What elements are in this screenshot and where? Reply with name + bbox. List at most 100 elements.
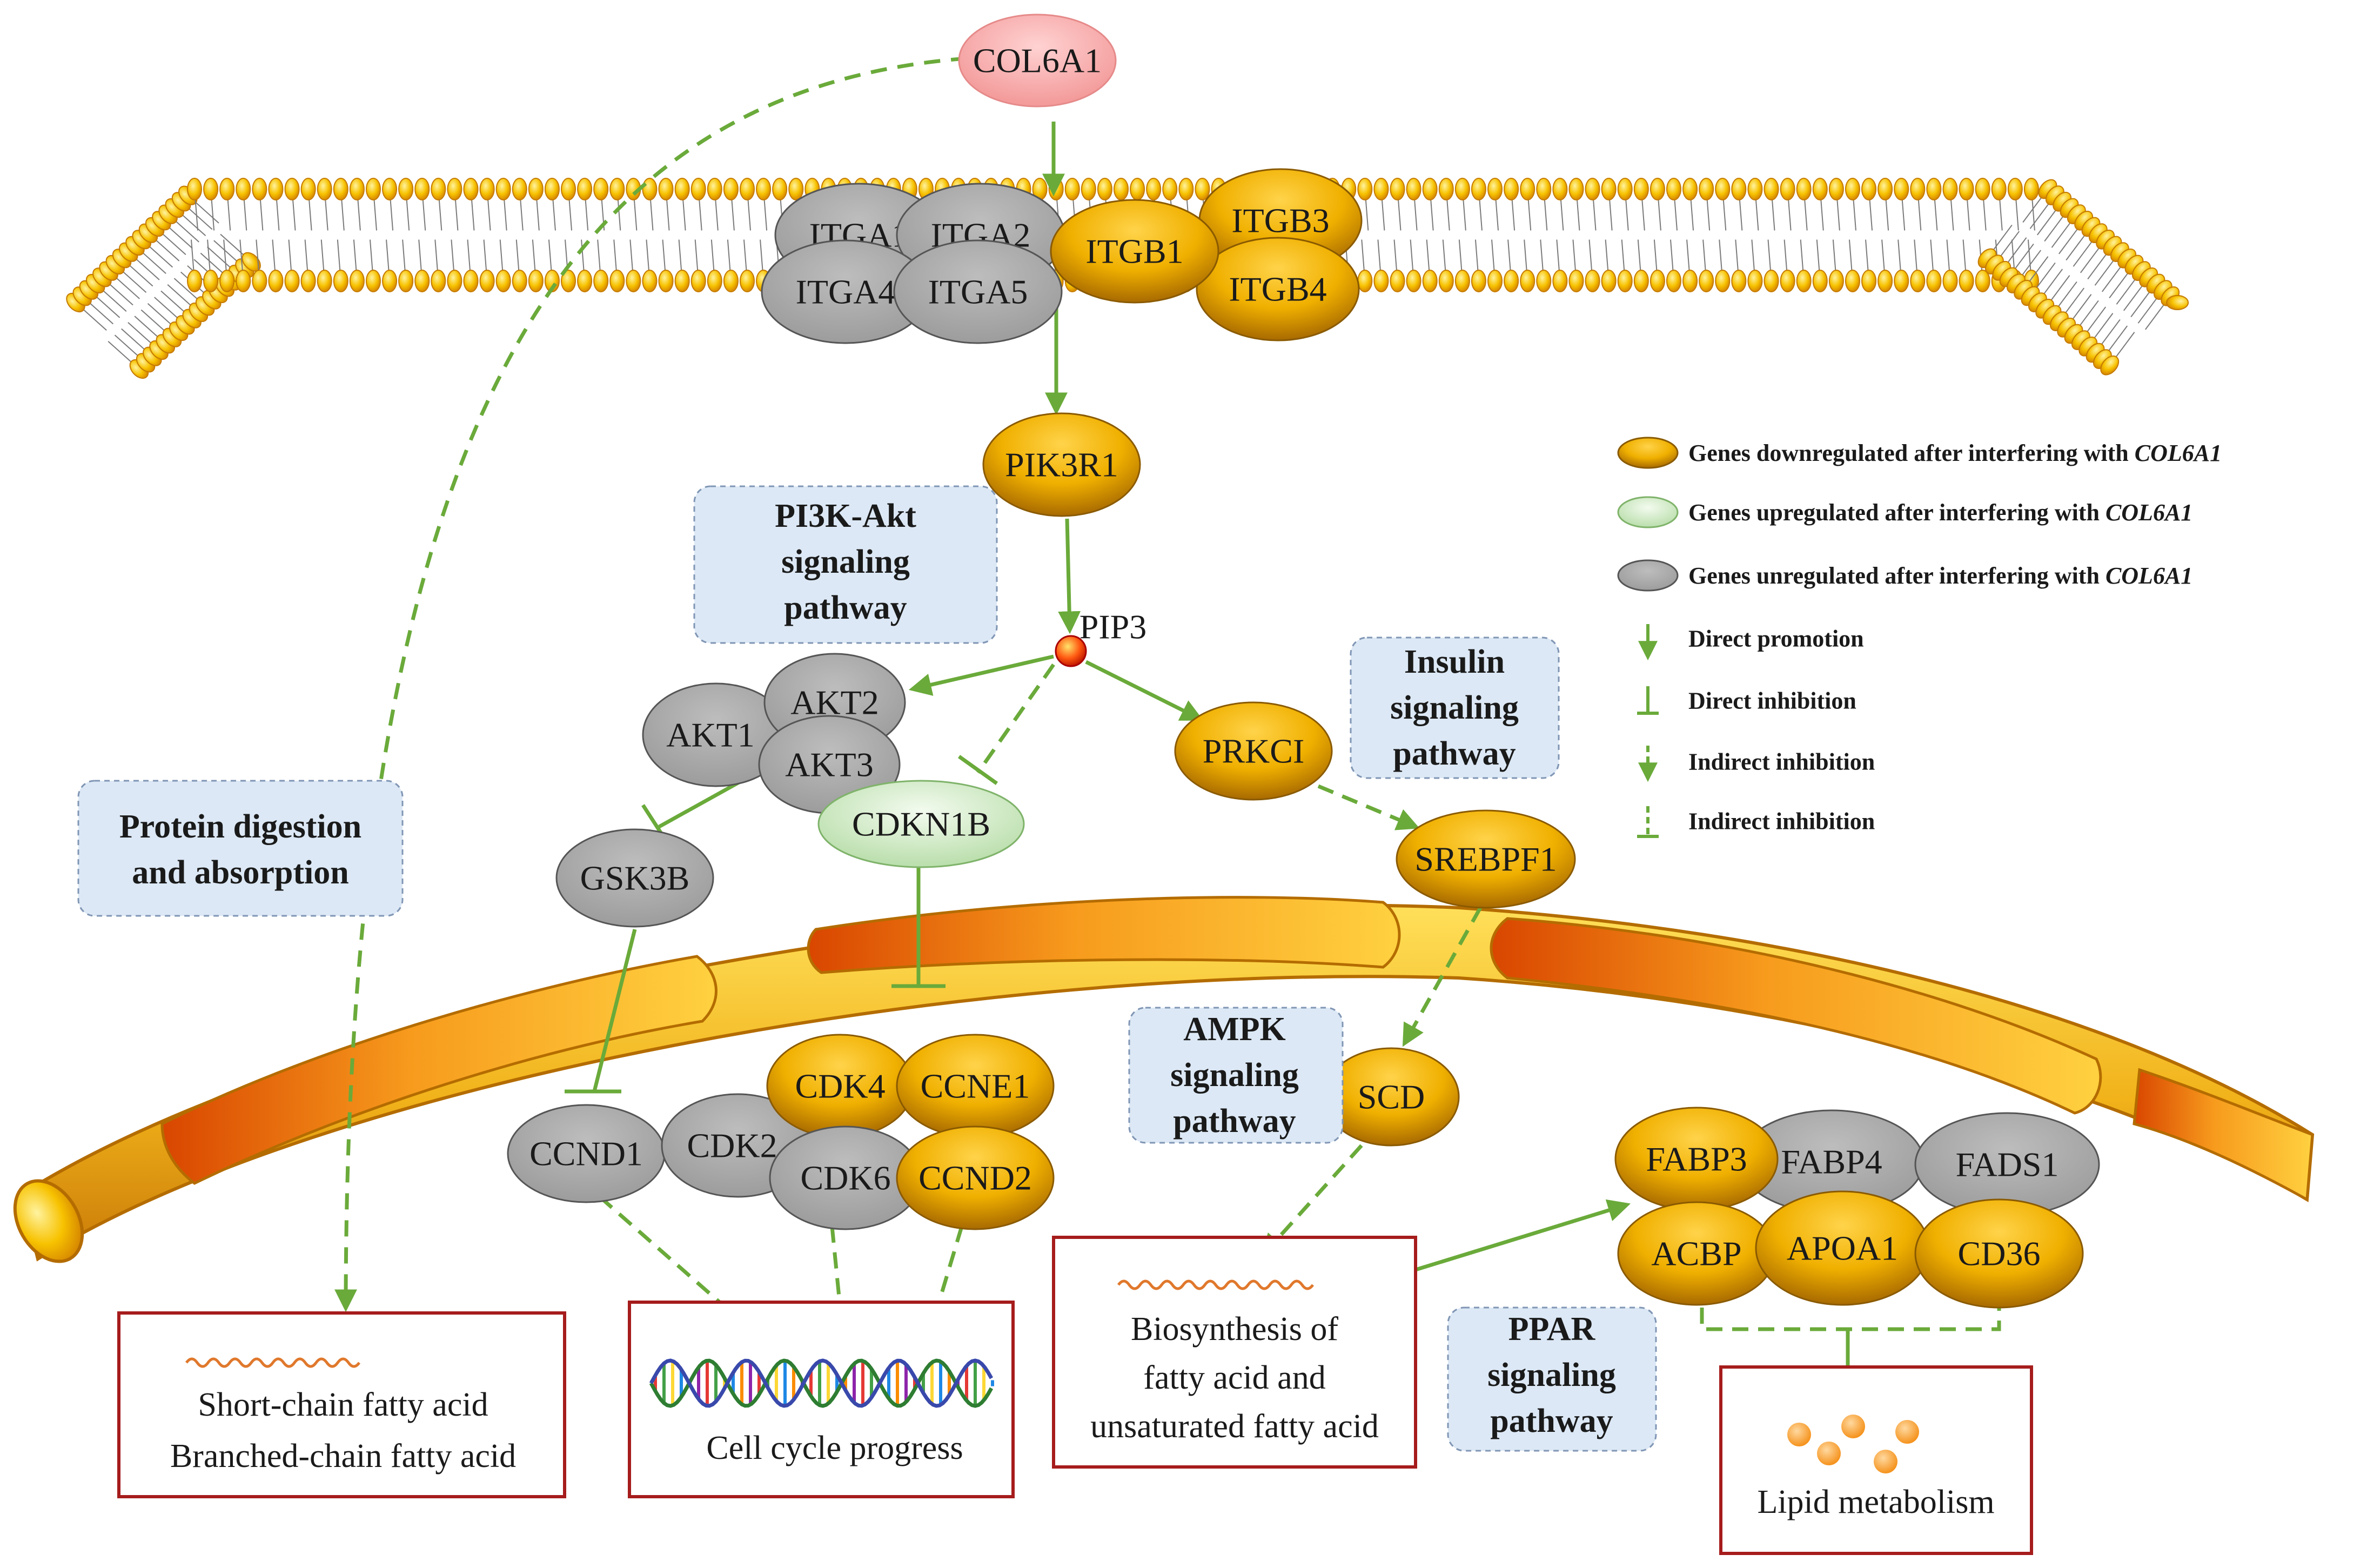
node-fads1-label: FADS1 xyxy=(1956,1145,2059,1184)
node-scd[interactable]: SCD xyxy=(1323,1047,1460,1147)
node-akt3-label: AKT3 xyxy=(785,746,874,784)
pathway-ampk-line2: signaling xyxy=(1170,1057,1299,1094)
node-itgb1-label: ITGB1 xyxy=(1085,232,1183,271)
node-ccnd1-label: CCND1 xyxy=(529,1135,643,1173)
outcome-lipid[interactable]: Lipid metabolism xyxy=(1719,1365,2033,1555)
node-ccnd2[interactable]: CCND2 xyxy=(896,1125,1055,1230)
node-col6a1[interactable]: COL6A1 xyxy=(958,14,1117,108)
legend-orange-ellipse-icon xyxy=(1617,437,1679,469)
node-ccne1[interactable]: CCNE1 xyxy=(896,1034,1055,1138)
outcome-cell-cycle-label: Cell cycle progress xyxy=(706,1430,963,1466)
pathway-protein-digestion-line2: and absorption xyxy=(132,854,348,891)
node-scd-label: SCD xyxy=(1358,1078,1425,1116)
outcome-fatty-acids[interactable]: Short-chain fatty acid Branched-chain fa… xyxy=(117,1311,566,1498)
node-acbp[interactable]: ACBP xyxy=(1617,1201,1776,1306)
node-akt2-label: AKT2 xyxy=(790,684,879,722)
legend-item-upregulated: Genes upregulated after interfering with… xyxy=(1617,496,2192,528)
legend-text-indirect-arrow: Indirect inhibition xyxy=(1688,749,1875,775)
pathway-insulin-line2: signaling xyxy=(1390,689,1519,726)
legend-item-unregulated: Genes unregulated after interfering with… xyxy=(1617,559,2192,592)
legend-dashed-bar-icon xyxy=(1637,806,1659,838)
pathway-pi3k-akt-line3: pathway xyxy=(784,589,907,626)
node-itga4-label: ITGA4 xyxy=(796,273,896,311)
wavy-line-fatty-acids xyxy=(185,1357,361,1368)
node-prkci-label: PRKCI xyxy=(1203,732,1305,770)
pathway-ppar-line3: pathway xyxy=(1490,1403,1613,1439)
legend-item-indirect-arrow: Indirect inhibition xyxy=(1638,746,1875,782)
outcome-fatty-acids-line1: Short-chain fatty acid xyxy=(198,1386,488,1423)
legend-item-downregulated: Genes downregulated after interfering wi… xyxy=(1617,437,2222,469)
edge-pik3r1-to-pip3 xyxy=(1058,518,1081,634)
edge-prkci-to-srebpf1 xyxy=(1317,784,1420,830)
node-itga5-label: ITGA5 xyxy=(928,273,1028,311)
outcome-biosynthesis-line1: Biosynthesis of xyxy=(1131,1311,1338,1348)
node-akt1-label: AKT1 xyxy=(666,716,755,754)
node-cdkn1b-label: CDKN1B xyxy=(852,805,990,843)
node-itgb3-label: ITGB3 xyxy=(1231,202,1329,240)
edge-biosynthesis-to-ppar xyxy=(1414,1199,1631,1272)
node-srebpf1[interactable]: SREBPF1 xyxy=(1396,809,1576,909)
edge-gsk3b-to-ccnd1 xyxy=(592,929,637,1092)
node-cdk6-label: CDK6 xyxy=(800,1159,890,1197)
outcome-fatty-acids-line2: Branched-chain fatty acid xyxy=(170,1438,516,1475)
legend-text-upregulated: Genes upregulated after interfering with… xyxy=(1688,499,2192,526)
node-ccne1-label: CCNE1 xyxy=(921,1067,1030,1105)
muscle-fiber xyxy=(13,896,2315,1263)
legend-item-direct-promotion: Direct promotion xyxy=(1638,624,1864,661)
outcome-boxes: Short-chain fatty acid Branched-chain fa… xyxy=(117,1236,2033,1555)
node-apoa1-label: APOA1 xyxy=(1787,1229,1898,1268)
node-fads1[interactable]: FADS1 xyxy=(1914,1112,2100,1217)
node-fabp4-label: FABP4 xyxy=(1781,1143,1882,1181)
node-apoa1[interactable]: APOA1 xyxy=(1755,1190,1930,1306)
pathway-pi3k-akt-line2: signaling xyxy=(781,544,910,580)
legend-gray-ellipse-icon xyxy=(1617,559,1679,592)
legend-item-indirect-bar: Indirect inhibition xyxy=(1637,806,1875,838)
legend: Genes downregulated after interfering wi… xyxy=(1617,437,2222,838)
pathway-pi3k-akt[interactable]: PI3K-Akt signaling pathway xyxy=(693,485,998,644)
node-gsk3b[interactable]: GSK3B xyxy=(555,828,714,928)
outcome-biosynthesis-line3: unsaturated fatty acid xyxy=(1090,1408,1379,1445)
node-pip3[interactable]: PIP3 xyxy=(1055,608,1146,667)
pathway-protein-digestion-line1: Protein digestion xyxy=(119,808,361,845)
legend-text-unregulated: Genes unregulated after interfering with… xyxy=(1688,562,2192,589)
node-cdk6[interactable]: CDK6 xyxy=(769,1125,922,1230)
node-itgb1[interactable]: ITGB1 xyxy=(1050,199,1219,304)
pathway-insulin-line1: Insulin xyxy=(1404,644,1505,680)
node-pik3r1[interactable]: PIK3R1 xyxy=(982,412,1141,517)
pathway-insulin[interactable]: Insulin signaling pathway xyxy=(1350,636,1560,779)
legend-text-direct-inhibition: Direct inhibition xyxy=(1688,688,1856,714)
node-acbp-label: ACBP xyxy=(1651,1235,1741,1273)
node-itga5[interactable]: ITGA5 xyxy=(893,239,1063,344)
node-col6a1-label: COL6A1 xyxy=(973,42,1102,80)
pathway-protein-digestion[interactable]: Protein digestion and absorption xyxy=(77,780,404,917)
pathway-ppar-line1: PPAR xyxy=(1508,1311,1596,1348)
pathway-ampk-line3: pathway xyxy=(1173,1103,1296,1140)
node-cd36-label: CD36 xyxy=(1958,1235,2041,1273)
outcome-biosynthesis[interactable]: Biosynthesis of fatty acid and unsaturat… xyxy=(1052,1236,1417,1469)
legend-item-direct-inhibition: Direct inhibition xyxy=(1637,686,1856,715)
pathway-ampk[interactable]: AMPK signaling pathway xyxy=(1128,1007,1344,1144)
node-gsk3b-label: GSK3B xyxy=(580,859,690,897)
node-fabp3[interactable]: FABP3 xyxy=(1614,1107,1779,1211)
node-pik3r1-label: PIK3R1 xyxy=(1005,446,1118,484)
pathway-insulin-line3: pathway xyxy=(1393,735,1516,772)
outcome-cell-cycle[interactable]: Cell cycle progress xyxy=(628,1301,1015,1498)
node-prkci[interactable]: PRKCI xyxy=(1174,701,1333,801)
edge-pip3-to-prkci xyxy=(1085,660,1204,721)
legend-text-direct-promotion: Direct promotion xyxy=(1688,626,1864,652)
outcome-lipid-label: Lipid metabolism xyxy=(1757,1484,1994,1520)
node-itgb4[interactable]: ITGB4 xyxy=(1196,237,1360,341)
node-cdk4[interactable]: CDK4 xyxy=(766,1034,914,1138)
node-cdkn1b[interactable]: CDKN1B xyxy=(817,780,1025,868)
pathway-ppar-line2: signaling xyxy=(1487,1357,1616,1393)
node-akt1[interactable]: AKT1 xyxy=(642,682,790,787)
edge-ccnd2-to-cellcycle xyxy=(923,1225,964,1339)
wavy-line-biosynthesis xyxy=(1117,1279,1315,1290)
node-ccnd1[interactable]: CCND1 xyxy=(507,1104,666,1203)
node-itgb4-label: ITGB4 xyxy=(1229,270,1326,309)
lipid-droplets-icon xyxy=(1787,1415,1919,1473)
node-cd36[interactable]: CD36 xyxy=(1914,1198,2084,1309)
pathway-ppar[interactable]: PPAR signaling pathway xyxy=(1447,1306,1657,1452)
gene-nodes: COL6A1 ITGA1 ITGA2 ITGA4 ITGA5 ITGB3 ITG… xyxy=(507,14,2100,1309)
